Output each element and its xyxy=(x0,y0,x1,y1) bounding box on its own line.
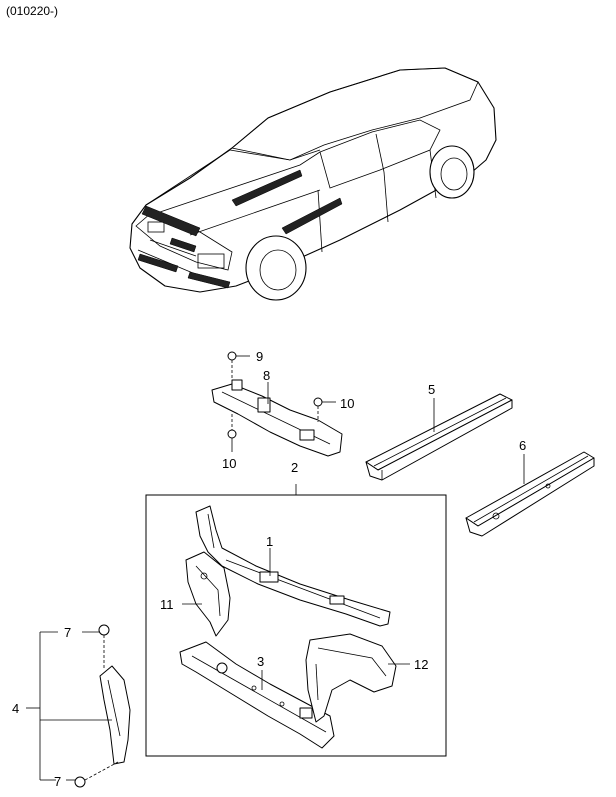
date-code: (010220-) xyxy=(6,4,59,18)
callout-3: 3 xyxy=(257,654,264,669)
callout-1: 1 xyxy=(266,534,273,549)
sedan-car-illustration xyxy=(129,67,497,301)
callout-7-upper: 7 xyxy=(64,625,71,640)
callout-4: 4 xyxy=(12,701,19,716)
part-4-bracket xyxy=(99,665,131,765)
part-6-rail xyxy=(465,451,595,537)
bolt-icon xyxy=(74,351,323,788)
callout-10-lower: 10 xyxy=(222,456,236,471)
part-8-upper-member xyxy=(211,379,343,457)
callout-7-lower: 7 xyxy=(54,774,61,789)
callout-8: 8 xyxy=(263,368,270,383)
callout-5: 5 xyxy=(428,382,435,397)
callout-11: 11 xyxy=(160,597,174,612)
callout-2: 2 xyxy=(291,460,298,475)
callout-9: 9 xyxy=(256,349,263,364)
leader-lines xyxy=(26,355,525,781)
callout-12: 12 xyxy=(414,657,428,672)
part-3-lower-member xyxy=(179,641,335,749)
part-12-side-panel xyxy=(305,633,397,723)
callout-10-upper: 10 xyxy=(340,396,354,411)
part-11-side-bracket xyxy=(185,551,231,637)
callout-6: 6 xyxy=(519,438,526,453)
part-5-rail xyxy=(365,393,513,481)
part-1-upper-support xyxy=(195,505,391,627)
